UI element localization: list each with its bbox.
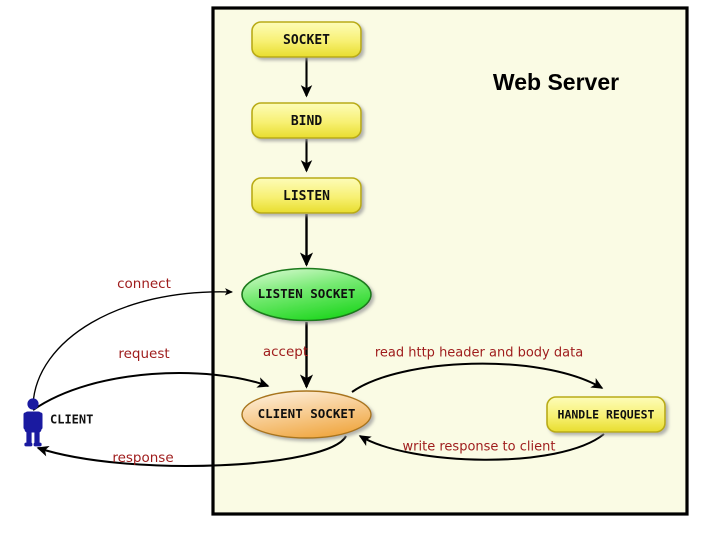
- edge-label-write-response: write response to client: [403, 440, 556, 455]
- edge-label-read-http: read http header and body data: [375, 346, 583, 361]
- node-handle-request-shape: [546, 396, 666, 433]
- edge-label-response: response: [112, 450, 173, 466]
- node-listen-socket[interactable]: LISTEN SOCKET: [241, 267, 372, 322]
- edge-read-http: [351, 362, 604, 393]
- node-listen-shape: [251, 177, 362, 214]
- person-icon: [23, 398, 43, 447]
- node-handle-request[interactable]: HANDLE REQUEST: [546, 396, 666, 433]
- node-listen-socket-label: LISTEN SOCKET: [258, 286, 356, 301]
- actor-client[interactable]: CLIENT: [23, 398, 94, 447]
- server-panel: Web Server: [211, 6, 689, 516]
- node-client-socket-label: CLIENT SOCKET: [258, 406, 356, 421]
- node-bind-shape: [251, 102, 362, 139]
- node-listen-socket-shape: [241, 267, 372, 322]
- edge-connect: [32, 288, 234, 406]
- edge-response: [36, 435, 347, 467]
- edge-write-response: [358, 433, 605, 461]
- node-handle-request-label: HANDLE REQUEST: [558, 408, 655, 422]
- actor-client-label: CLIENT: [50, 413, 93, 427]
- node-socket-shape: [251, 21, 362, 58]
- edge-group-curves: [32, 288, 605, 467]
- edge-request: [32, 372, 270, 411]
- node-client-socket[interactable]: CLIENT SOCKET: [241, 390, 372, 439]
- node-bind-label: BIND: [291, 114, 322, 129]
- node-bind[interactable]: BIND: [251, 102, 362, 139]
- node-listen[interactable]: LISTEN: [251, 177, 362, 214]
- edge-label-connect: connect: [117, 276, 171, 292]
- edge-label-accept: accept: [263, 344, 308, 360]
- node-socket-label: SOCKET: [283, 33, 330, 48]
- edge-label-request: request: [118, 346, 169, 362]
- server-panel-title: Web Server: [493, 69, 619, 95]
- node-listen-label: LISTEN: [283, 189, 330, 204]
- edge-label-group: connect accept request read http header …: [112, 276, 583, 466]
- node-socket[interactable]: SOCKET: [251, 21, 362, 58]
- node-client-socket-shape: [241, 390, 372, 439]
